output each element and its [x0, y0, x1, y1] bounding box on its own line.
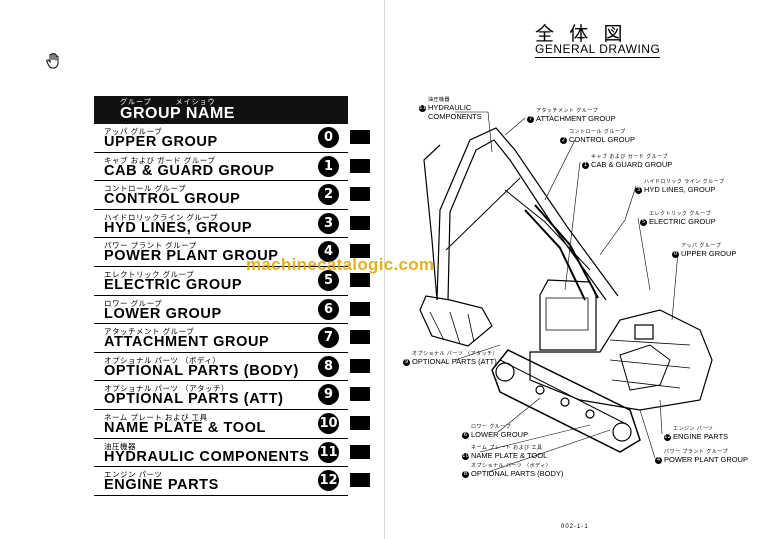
- group-name: ATTACHMENT GROUP: [104, 334, 270, 351]
- group-kana: コントロール グループ: [104, 184, 187, 194]
- group-kana: 油圧機器: [104, 441, 136, 451]
- table-header: グループ メイショウ GROUP NAME: [94, 96, 348, 124]
- group-kana: エレクトリック グループ: [104, 269, 195, 279]
- group-kana: アッパ グループ: [104, 127, 163, 136]
- group-kana: オプショナル パーツ （ボディ）: [104, 355, 221, 365]
- badge-11: 11: [419, 104, 426, 112]
- group-name: HYD LINES, GROUP: [104, 219, 253, 236]
- group-name: CAB & GUARD GROUP: [104, 162, 275, 179]
- group-name: LOWER GROUP: [104, 305, 222, 322]
- header-title: GROUP NAME: [120, 105, 235, 122]
- page-divider: [384, 0, 385, 539]
- header-kana: グループ メイショウ: [120, 99, 216, 106]
- group-kana: ハイドロリックライン グループ: [104, 212, 218, 222]
- group-name: CONTROL GROUP: [104, 191, 241, 208]
- section-index-tab[interactable]: [350, 244, 370, 259]
- group-kana: オプショナル パーツ （アタッチ）: [104, 384, 230, 394]
- page-number: 002-1-1: [561, 524, 589, 530]
- group-kana: ロワー グループ: [104, 298, 163, 308]
- group-number-badge: 2: [318, 184, 339, 206]
- section-index-tab[interactable]: [350, 387, 370, 402]
- group-kana: アタッチメント グループ: [104, 327, 195, 337]
- group-number-badge: 0: [318, 127, 339, 148]
- group-name: OPTIONAL PARTS (BODY): [104, 362, 299, 379]
- group-row[interactable]: オプショナル パーツ （ボディ）OPTIONAL PARTS (BODY) 8: [94, 353, 348, 382]
- group-name: ENGINE PARTS: [104, 477, 219, 494]
- group-name: UPPER GROUP: [104, 134, 218, 150]
- section-index-tab[interactable]: [350, 187, 370, 202]
- group-number-badge: 7: [318, 327, 339, 349]
- group-kana: ネーム プレート および 工具: [104, 412, 208, 422]
- section-index-tab[interactable]: [350, 301, 370, 316]
- section-index-tab[interactable]: [350, 416, 370, 430]
- section-index-tab[interactable]: [350, 215, 370, 230]
- hand-cursor-icon: [46, 53, 59, 69]
- group-number-badge: 4: [318, 241, 339, 263]
- group-name: NAME PLATE & TOOL: [104, 419, 266, 436]
- group-number-badge: 6: [318, 298, 339, 320]
- group-number-badge: 5: [318, 269, 339, 291]
- group-kana: エンジン パーツ: [104, 470, 163, 480]
- section-index-tab[interactable]: [350, 473, 370, 488]
- section-index-tab[interactable]: [350, 444, 370, 459]
- group-name: HYDRAULIC COMPONENTS: [104, 448, 310, 465]
- group-number-badge: 12: [318, 470, 339, 492]
- drawing-title-en: GENERAL DRAWING: [535, 42, 661, 58]
- group-number-badge: 9: [318, 384, 339, 406]
- group-kana: パワー プラント グループ: [104, 241, 197, 251]
- drawing-title-jp: 全 体 図: [535, 24, 628, 45]
- group-kana: キャブ および ガード グループ: [104, 155, 216, 165]
- group-name: ELECTRIC GROUP: [104, 276, 243, 293]
- group-name: POWER PLANT GROUP: [104, 248, 279, 265]
- group-number-badge: 11: [318, 441, 339, 463]
- section-index-tab[interactable]: [350, 158, 370, 173]
- group-number-badge: 8: [318, 355, 339, 377]
- group-number-badge: 10: [318, 412, 339, 434]
- watermark-text: machinecatalogic.com: [246, 255, 435, 274]
- section-index-tab[interactable]: [350, 330, 370, 345]
- group-name: OPTIONAL PARTS (ATT): [104, 391, 284, 408]
- group-number-badge: 3: [318, 212, 339, 234]
- group-number-badge: 1: [318, 155, 339, 177]
- section-index-tab[interactable]: [350, 130, 370, 144]
- section-index-tab[interactable]: [350, 273, 370, 287]
- section-index-tab[interactable]: [350, 358, 370, 373]
- group-row[interactable]: オプショナル パーツ （アタッチ）OPTIONAL PARTS (ATT) 9: [94, 381, 348, 410]
